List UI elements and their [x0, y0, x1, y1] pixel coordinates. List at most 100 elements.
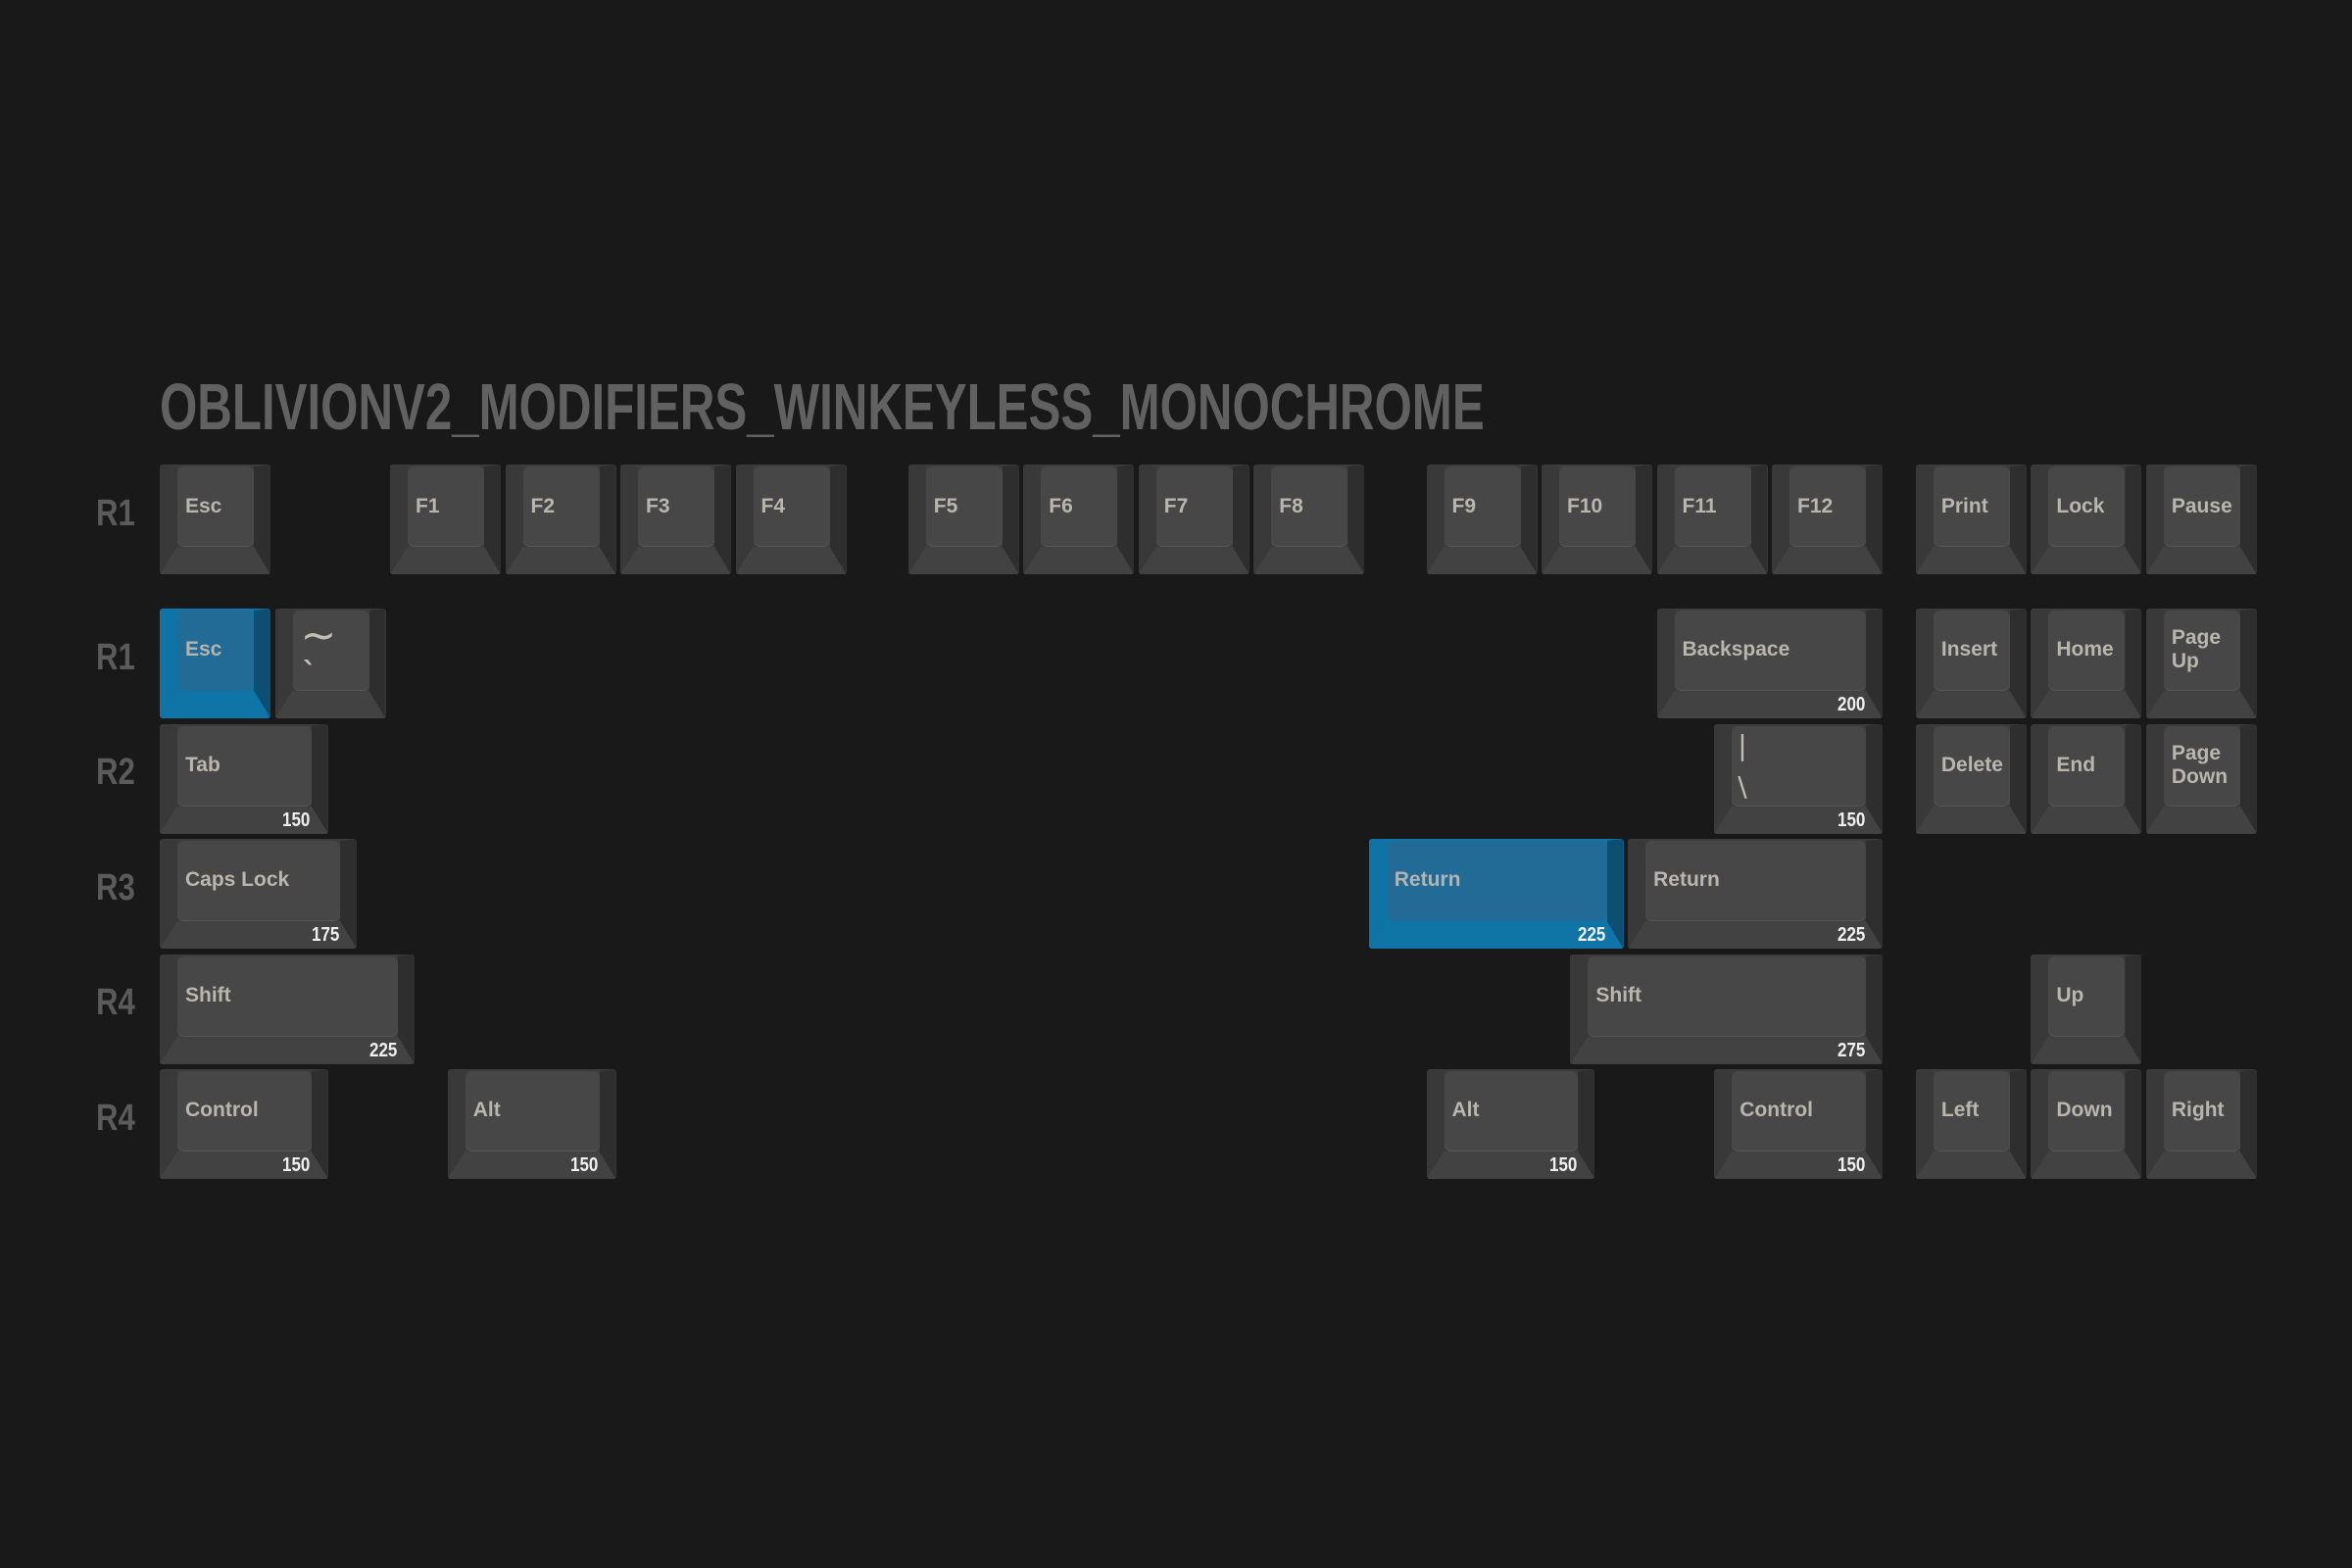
key-legend: Insert: [1940, 638, 1998, 661]
key-size-label: 150: [570, 1154, 599, 1176]
keycap-delete[interactable]: Delete: [1915, 723, 2027, 834]
key-legend: F3: [646, 495, 670, 517]
keycap-lock[interactable]: Lock: [2031, 465, 2142, 574]
keycap-face: [2048, 725, 2126, 807]
keycap-bevel-b: [2031, 691, 2141, 718]
keycap-bevel-l: [160, 465, 177, 574]
keycap-page-down[interactable]: Page Down: [2145, 723, 2257, 834]
keycap-bevel-b: [448, 1152, 616, 1179]
keycap-bevel-b: [275, 691, 386, 718]
keycap-left[interactable]: Left: [1915, 1069, 2027, 1179]
key-legend: F10: [1567, 495, 1603, 517]
keycap-f1[interactable]: F1: [390, 465, 501, 574]
keycap-right[interactable]: Right: [2145, 1069, 2257, 1179]
keycap-face: [408, 466, 484, 547]
keycap-bevel-r: [1750, 465, 1768, 574]
key-legend: F1: [416, 495, 440, 517]
keycap-esc[interactable]: Esc: [160, 465, 270, 574]
keycap-bevel-l: [390, 465, 408, 574]
keycap-bevel-b: [2031, 1037, 2141, 1064]
keycap-bevel-b: [2031, 807, 2141, 834]
keycap-bevel-b: [1253, 547, 1364, 574]
keycap-bevel-r: [1866, 465, 1883, 574]
key-legend: F12: [1797, 495, 1834, 517]
keycap-f11[interactable]: F11: [1656, 465, 1768, 574]
keycap-bevel-l: [1253, 465, 1272, 574]
keycap-face: [2048, 956, 2126, 1037]
keycap-bevel-r: [2125, 954, 2142, 1064]
keycap-bevel-b: [2031, 1152, 2141, 1179]
key-legend: Esc: [185, 638, 222, 661]
keycap-face: [753, 466, 830, 547]
row-label: R1: [96, 637, 135, 678]
keycap-bevel-r: [2009, 723, 2027, 834]
keycap-up[interactable]: Up: [2031, 954, 2142, 1064]
keycap-bevel-r: [1866, 954, 1883, 1064]
key-legend: Backspace: [1682, 638, 1790, 661]
keycap-f4[interactable]: F4: [735, 465, 847, 574]
keycap-f5[interactable]: F5: [907, 465, 1019, 574]
key-legend-shifted: |: [1738, 728, 1747, 761]
keycap-sym-1[interactable]: ~`: [274, 609, 386, 718]
keycap-f12[interactable]: F12: [1772, 465, 1883, 574]
keycap-bevel-b: [160, 1037, 415, 1064]
keycap-face: [2048, 466, 2126, 547]
key-size-label: 225: [1578, 924, 1606, 946]
keycap-face: [1732, 1071, 1866, 1152]
keycap-bevel-l: [505, 465, 523, 574]
keycap-f7[interactable]: F7: [1138, 465, 1250, 574]
keycap-face: [292, 611, 369, 691]
key-legend: Delete: [1940, 753, 2003, 776]
keycap-bevel-l: [1542, 465, 1559, 574]
keycap-face: [177, 841, 341, 921]
keycap-bevel-r: [1002, 465, 1019, 574]
keycap-bevel-b: [160, 807, 328, 834]
keycap-f10[interactable]: F10: [1542, 465, 1652, 574]
keycap-insert[interactable]: Insert: [1915, 609, 2027, 718]
keycap-bevel-b: [2146, 807, 2257, 834]
keycap-f3[interactable]: F3: [620, 465, 731, 574]
keycap-down[interactable]: Down: [2031, 1069, 2142, 1179]
keycap-face: [1559, 466, 1636, 547]
keycap-bevel-b: [1427, 1152, 1595, 1179]
keycap-f9[interactable]: F9: [1426, 465, 1538, 574]
keycap-face: [1933, 611, 2010, 691]
keycap-print[interactable]: Print: [1915, 465, 2027, 574]
keycap-f6[interactable]: F6: [1023, 465, 1135, 574]
keycap-face: [1933, 466, 2010, 547]
keycap-face: [1674, 611, 1866, 691]
key-legend: Print: [1940, 495, 1988, 517]
keycap-sym-1[interactable]: |\150: [1714, 723, 1883, 834]
key-legend: Page Down: [2171, 741, 2229, 788]
keycap-f8[interactable]: F8: [1253, 465, 1365, 574]
keycap-bevel-l: [1915, 465, 1934, 574]
keycap-end[interactable]: End: [2031, 723, 2142, 834]
keycap-bevel-r: [1636, 465, 1652, 574]
keycap-f2[interactable]: F2: [505, 465, 616, 574]
key-legend: Return: [1653, 868, 1720, 891]
key-legend-base: `: [302, 657, 318, 691]
kit-title: OBLIVIONV2_MODIFIERS_WINKEYLESS_MONOCHRO…: [160, 370, 1485, 444]
key-legend-base: \: [1738, 769, 1747, 803]
keycap-pause[interactable]: Pause: [2145, 465, 2257, 574]
keycap-esc-blue[interactable]: Esc: [160, 609, 270, 718]
keycap-bevel-l: [1628, 839, 1646, 949]
keycap-page-up[interactable]: Page Up: [2145, 609, 2257, 718]
keycap-bevel-r: [599, 465, 616, 574]
key-legend: Page Up: [2171, 626, 2222, 672]
keycap-bevel-l: [1714, 723, 1733, 834]
row-label: R4: [96, 1098, 135, 1139]
keycap-bevel-r: [484, 465, 501, 574]
keycap-home[interactable]: Home: [2031, 609, 2142, 718]
